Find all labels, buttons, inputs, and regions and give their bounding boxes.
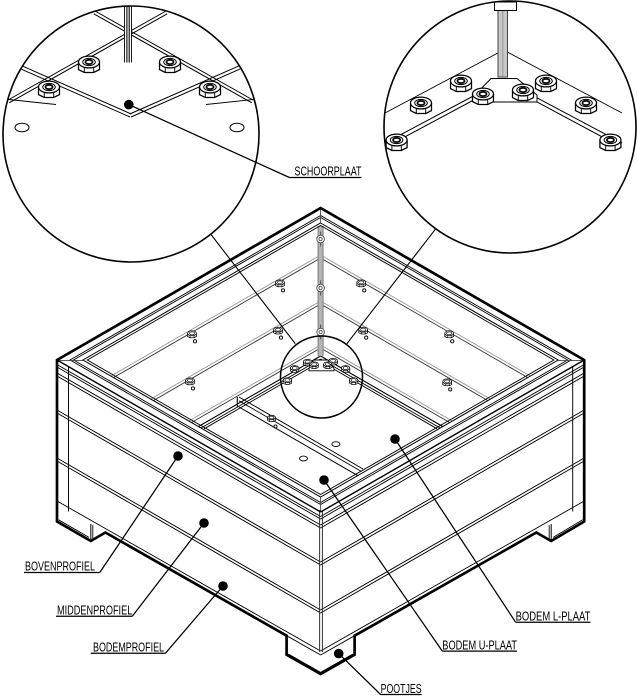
svg-text:MIDDENPROFIEL: MIDDENPROFIEL: [57, 604, 132, 618]
svg-text:BOVENPROFIEL: BOVENPROFIEL: [25, 560, 95, 574]
svg-text:BODEM L-PLAAT: BODEM L-PLAAT: [516, 610, 591, 624]
svg-text:BODEM U-PLAAT: BODEM U-PLAAT: [442, 639, 517, 653]
svg-text:BODEMPROFIEL: BODEMPROFIEL: [93, 641, 164, 655]
svg-text:SCHOORPLAAT: SCHOORPLAAT: [295, 165, 362, 179]
svg-text:POOTJES: POOTJES: [381, 682, 422, 696]
